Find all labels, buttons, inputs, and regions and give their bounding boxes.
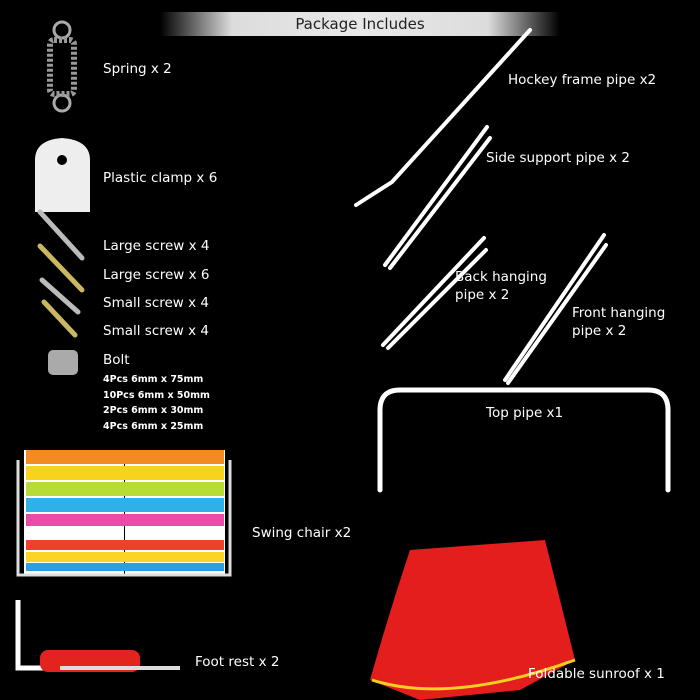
front-pipe-label: Front hanging bbox=[572, 305, 666, 321]
large-screw-label-2: Large screw x 6 bbox=[103, 267, 210, 283]
foot-rest-image bbox=[15, 600, 180, 672]
clamp-label: Plastic clamp x 6 bbox=[103, 170, 218, 186]
sunroof-label: Foldable sunroof x 1 bbox=[528, 666, 665, 682]
bolt-spec: 4Pcs 6mm x 75mm bbox=[103, 374, 204, 385]
spring-label: Spring x 2 bbox=[103, 61, 172, 77]
sunroof-image bbox=[370, 540, 576, 700]
large-screw-label-1: Large screw x 4 bbox=[103, 238, 210, 254]
pipes-image bbox=[354, 28, 671, 493]
spring-image bbox=[47, 20, 77, 113]
bolt-image bbox=[48, 350, 78, 375]
bolt-spec: 2Pcs 6mm x 30mm bbox=[103, 405, 204, 416]
small-screw-label-2: Small screw x 4 bbox=[103, 323, 210, 339]
swing-chair-label: Swing chair x2 bbox=[252, 525, 352, 541]
top-pipe-label: Top pipe x1 bbox=[486, 405, 564, 421]
bolt-label: Bolt bbox=[103, 352, 130, 368]
side-pipe-label: Side support pipe x 2 bbox=[486, 150, 630, 166]
header-banner: Package Includes bbox=[160, 12, 560, 36]
small-screw-label-1: Small screw x 4 bbox=[103, 295, 210, 311]
foot-rest-label: Foot rest x 2 bbox=[195, 654, 280, 670]
clamp-image bbox=[35, 138, 90, 212]
page-title: Package Includes bbox=[295, 15, 425, 33]
bolt-spec: 10Pcs 6mm x 50mm bbox=[103, 390, 210, 401]
swing-chair-image bbox=[16, 450, 232, 577]
screws-image bbox=[37, 209, 85, 338]
hockey-pipe-label: Hockey frame pipe x2 bbox=[508, 72, 657, 88]
back-pipe-label-2: pipe x 2 bbox=[455, 287, 510, 303]
bolt-spec: 4Pcs 6mm x 25mm bbox=[103, 421, 204, 432]
back-pipe-label: Back hanging bbox=[455, 269, 547, 285]
front-pipe-label-2: pipe x 2 bbox=[572, 323, 627, 339]
